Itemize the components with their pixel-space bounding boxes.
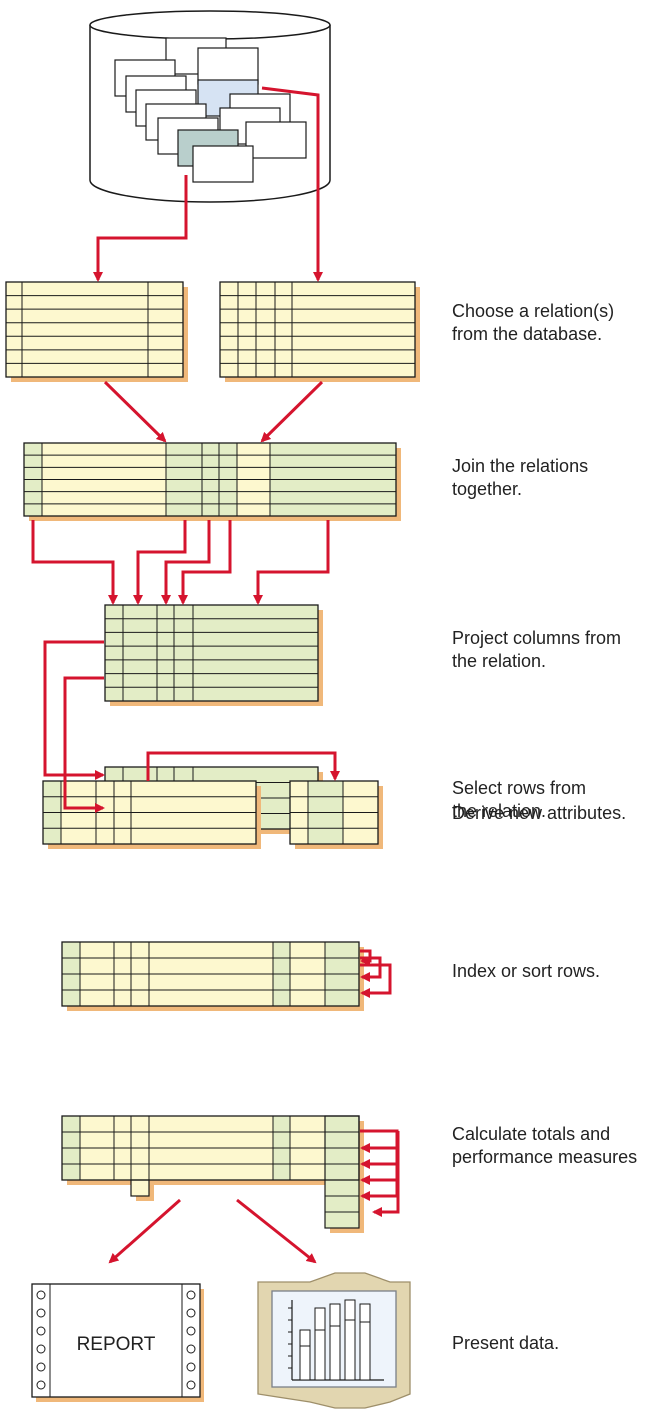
arrow-right-to-join [260,380,324,443]
table-border [5,281,184,378]
arrow-sort-rows [360,963,392,998]
table-body [6,282,183,377]
feed-hole [36,1290,46,1300]
arrow-join-to-project [161,520,211,605]
feed-hole [36,1362,46,1372]
tractor-feed-holes [36,1290,196,1390]
arrow-left-to-join [103,380,167,443]
feed-hole [186,1344,196,1354]
arrow-db-to-right-table [261,86,323,282]
step-label-derive: Derive new attributes. [452,803,626,823]
database-cylinder-icon [89,10,331,203]
subtotal-cell [130,1179,150,1197]
monitor-bar-chart [288,1299,384,1381]
step-labels: Choose a relation(s) from the database. Jo… [452,301,637,1353]
calculate-table [61,1115,364,1233]
chart-bar [299,1329,311,1381]
derive-table-main [42,780,261,849]
table-border [289,780,379,845]
report-printout-icon: REPORT [31,1283,204,1402]
feed-hole [186,1290,196,1300]
relation-table-right [219,281,420,382]
chart-bar [359,1303,371,1381]
sorted-table [61,941,364,1011]
feed-hole [36,1326,46,1336]
database-records [114,37,307,183]
arrow-to-report [108,1198,181,1264]
table-border [219,281,416,378]
table-border [61,941,360,1007]
step-label-calculate: performance measures [452,1147,637,1167]
totals-column [324,1115,360,1229]
report-label: REPORT [77,1334,156,1355]
table-border [23,442,397,517]
derive-table-new [289,780,383,849]
arrow-totals [360,1129,399,1153]
chart-bar [329,1303,341,1381]
chart-bar [344,1299,356,1381]
arrow-join-to-project [31,520,118,605]
arrow-project-to-select [43,640,105,780]
feed-hole [36,1380,46,1390]
feed-hole [186,1362,196,1372]
step-label-calculate: Calculate totals and [452,1124,610,1144]
chart-bar [314,1307,326,1381]
step-label-select: Select rows from [452,778,586,798]
table-body [220,282,415,377]
arrow-totals [372,1131,400,1217]
step-label-select: the relation. [452,801,546,821]
table-border [61,1115,360,1181]
arrow-sort-rows [360,956,382,982]
bar-chart-monitor-icon [257,1272,411,1409]
feed-hole [186,1326,196,1336]
table-green-column [105,605,318,701]
feed-hole [36,1308,46,1318]
joined-table [23,442,401,521]
record-card [197,47,259,85]
relation-table-left [5,281,188,382]
feed-hole [36,1344,46,1354]
record-card [192,145,254,183]
arrow-join-to-project [133,520,187,605]
projected-table [104,604,323,706]
arrow-db-to-left-table [93,175,188,282]
arrow-derive-attribute [146,751,340,781]
step-label-join: together. [452,479,522,499]
record-card [245,121,307,159]
step-label-present: Present data. [452,1333,559,1353]
step-label-project: Project columns from [452,628,621,648]
step-label-join: Join the relations [452,456,588,476]
feed-hole [186,1380,196,1390]
step-label-project: the relation. [452,651,546,671]
step-label-choose: from the database. [452,324,602,344]
relation-tables [5,281,420,1233]
arrow-join-to-project [253,520,330,605]
arrow-sort-rows [360,949,372,966]
arrow-project-to-select [63,676,105,813]
table-border [104,604,319,702]
step-label-choose: Choose a relation(s) [452,301,614,321]
flow-arrows [31,86,400,1264]
arrow-join-to-project [178,520,232,605]
step-label-index: Index or sort rows. [452,961,600,981]
arrow-to-monitor [236,1198,317,1264]
arrow-totals [360,1129,399,1185]
feed-hole [186,1308,196,1318]
